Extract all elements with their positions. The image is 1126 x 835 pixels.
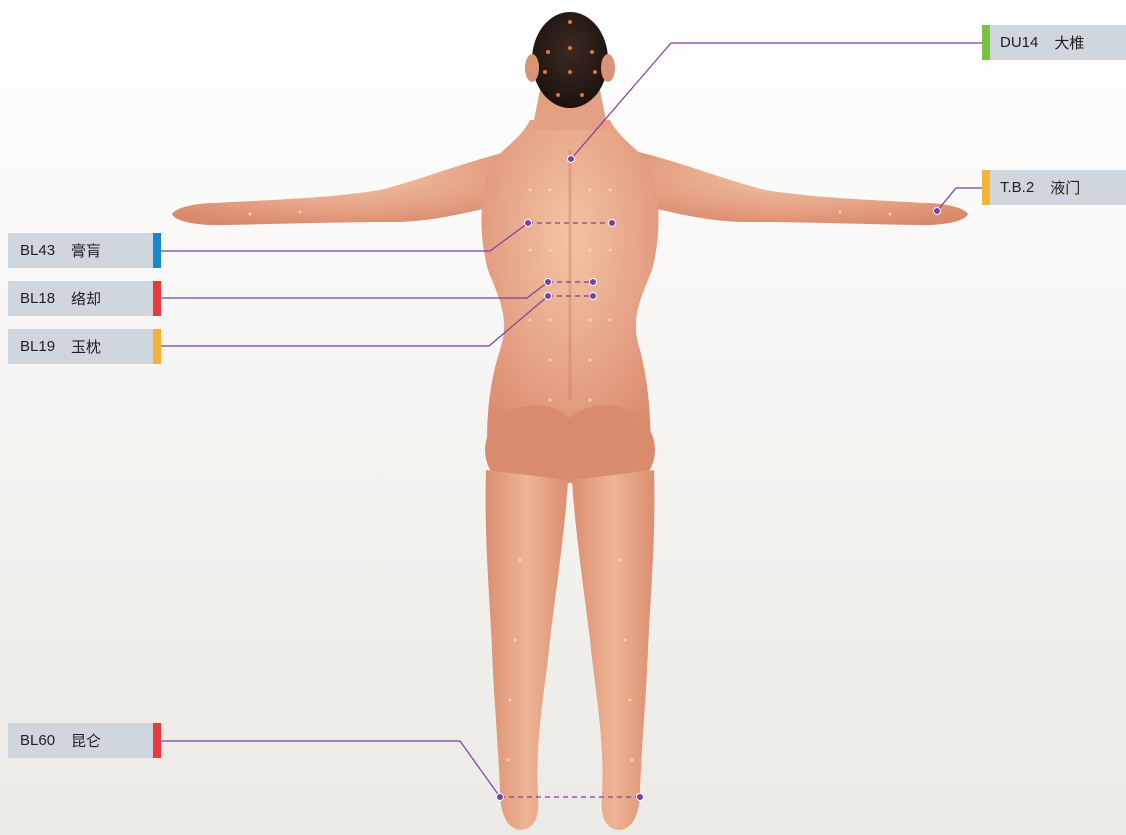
right-leg (572, 470, 654, 830)
right-arm (630, 150, 968, 225)
bl43-marker-right (609, 220, 616, 227)
label-bl18[interactable]: BL18 络却 (8, 281, 161, 316)
head (532, 12, 608, 108)
color-tab (982, 170, 990, 205)
right-ear (601, 54, 615, 82)
label-bl19[interactable]: BL19 玉枕 (8, 329, 161, 364)
color-tab (153, 233, 161, 268)
point-name: 液门 (1050, 177, 1080, 198)
point-code: BL43 (20, 242, 55, 259)
bl60-leader (161, 741, 500, 797)
point-code: BL19 (20, 338, 55, 355)
bl18-leader (161, 282, 548, 298)
point-code: BL60 (20, 732, 55, 749)
bl60-marker-left (497, 794, 504, 801)
label-bl60[interactable]: BL60 昆仑 (8, 723, 161, 758)
color-tab (153, 329, 161, 364)
color-tab (982, 25, 990, 60)
point-name: 膏肓 (71, 240, 101, 261)
bl19-leader (161, 296, 548, 346)
label-du14[interactable]: DU14 大椎 (982, 25, 1126, 60)
bl19-marker-left (545, 293, 552, 300)
bl19-marker-right (590, 293, 597, 300)
point-name: 大椎 (1054, 32, 1084, 53)
tb2-marker (934, 208, 941, 215)
bl18-marker-left (545, 279, 552, 286)
point-code: T.B.2 (1000, 179, 1034, 196)
bl43-leader (161, 223, 528, 251)
left-ear (525, 54, 539, 82)
point-code: DU14 (1000, 34, 1038, 51)
bl18-marker-right (590, 279, 597, 286)
point-name: 络却 (71, 288, 101, 309)
bl43-marker-left (525, 220, 532, 227)
point-name: 昆仑 (71, 730, 101, 751)
left-arm (172, 150, 515, 225)
color-tab (153, 723, 161, 758)
du14-leader (571, 43, 982, 159)
point-name: 玉枕 (71, 336, 101, 357)
bl60-marker-right (637, 794, 644, 801)
du14-marker (568, 156, 575, 163)
human-figure (172, 12, 968, 830)
color-tab (153, 281, 161, 316)
left-leg (486, 470, 568, 830)
label-bl43[interactable]: BL43 膏肓 (8, 233, 161, 268)
point-code: BL18 (20, 290, 55, 307)
label-tb2[interactable]: T.B.2 液门 (982, 170, 1126, 205)
